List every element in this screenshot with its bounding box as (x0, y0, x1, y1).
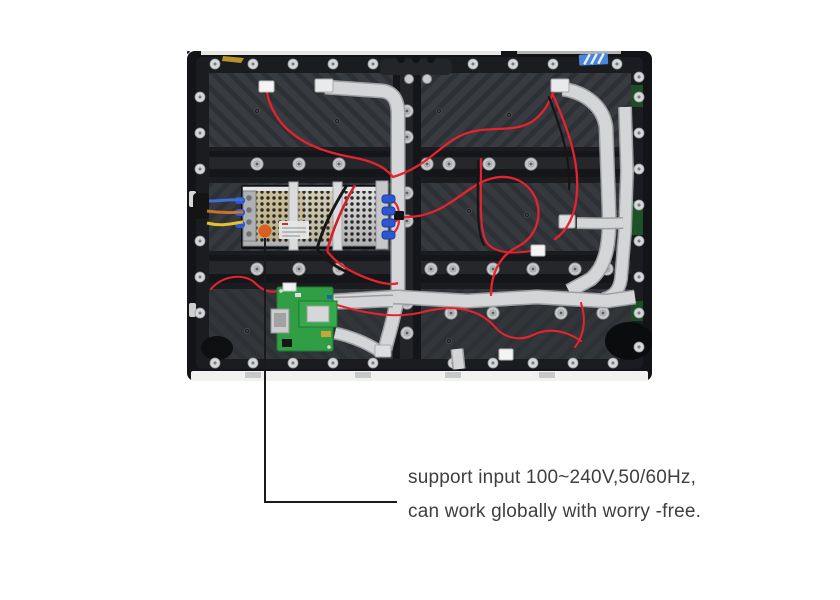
ribbon-connector (550, 78, 570, 93)
corner-molding (605, 322, 652, 360)
bottom-edge-strip (191, 371, 648, 381)
receiving-card (270, 282, 338, 352)
blue-label (578, 52, 609, 66)
psu-label (279, 221, 309, 239)
led-panel-rear-photo (187, 51, 652, 381)
wire-connector (498, 348, 514, 361)
handle (380, 55, 452, 84)
power-wires (209, 80, 585, 361)
power-supply-unit (193, 180, 399, 286)
ribbon-fold (374, 344, 392, 358)
corner-molding (201, 336, 233, 360)
wire-blue (208, 198, 244, 203)
corner-label (222, 56, 244, 63)
callout-caption: support input 100~240V,50/60Hz, can work… (408, 461, 701, 529)
ribbon-vertical-center (324, 79, 406, 351)
callout-marker-dot (258, 224, 272, 238)
cable-tie (394, 211, 404, 220)
caption-line-1: support input 100~240V,50/60Hz, (408, 467, 697, 488)
psu-strap (288, 181, 299, 251)
wire-connector (258, 80, 275, 93)
caption-line-2: can work globally with worry -free. (408, 501, 702, 522)
psu-strap (332, 181, 343, 251)
chip (306, 305, 330, 323)
ribbon-cables (314, 78, 637, 370)
ribbon-top-right (561, 81, 617, 298)
wire-connector (530, 244, 546, 257)
wire-yellow (206, 220, 244, 227)
psu-terminal-block (242, 190, 257, 242)
card-connector (282, 282, 297, 292)
callout-line-vertical (264, 238, 266, 502)
ribbon-connector (314, 78, 334, 93)
mains-cable-entry (193, 193, 209, 219)
wire-orange (206, 209, 244, 215)
callout-line-horizontal (264, 501, 397, 503)
frame-clip (189, 303, 196, 317)
